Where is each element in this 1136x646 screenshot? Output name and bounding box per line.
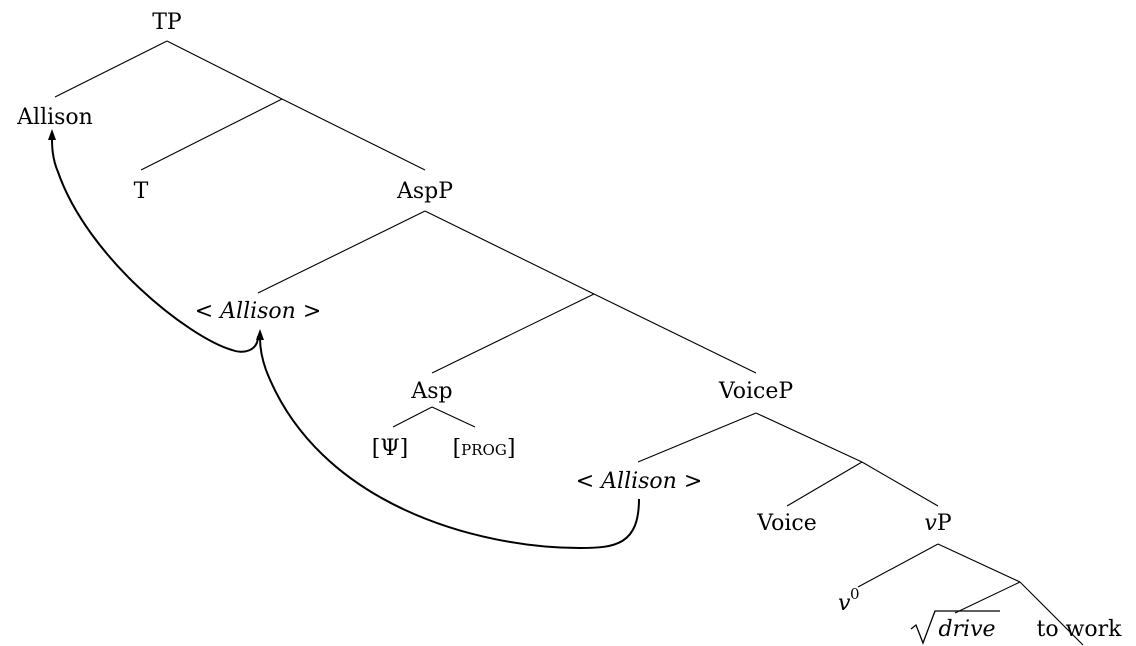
arrowhead-lower [256, 329, 264, 340]
edge-voicebar-voice [786, 461, 863, 507]
edge-tbar-aspp [281, 98, 426, 171]
node-voicep: VoiceP [718, 379, 793, 404]
node-allison: Allison [16, 105, 93, 130]
node-trace-spec-voicep: < Allison > [576, 469, 703, 494]
node-tp: TP [152, 10, 182, 35]
node-v0: v [838, 591, 851, 616]
tree-edges [54, 40, 1084, 646]
node-drive: drive [938, 617, 995, 642]
node-aspp: AspP [396, 179, 453, 204]
movement-arrow-lower [259, 337, 640, 550]
edge-tp-allison [54, 40, 168, 98]
node-asp: Asp [410, 379, 452, 404]
node-voice: Voice [756, 511, 817, 536]
node-v0-superscript: 0 [850, 585, 860, 603]
arrowhead-upper [48, 129, 56, 140]
edge-vp-v0 [857, 543, 939, 588]
tree-labels: TP Allison T AspP < Allison > Asp [Ψ] [p… [16, 10, 1122, 645]
node-vp: vP [924, 511, 951, 536]
edge-vp-vbar [937, 543, 1021, 583]
movement-arrow-upper [51, 137, 259, 353]
node-psi-feature: [Ψ] [372, 436, 408, 461]
edge-tp-tbar [166, 40, 283, 100]
edge-voicep-trace [637, 412, 757, 463]
node-t: T [134, 179, 149, 204]
edge-asp-psi [392, 406, 433, 428]
prog-close-bracket: ] [507, 436, 516, 461]
radical-sign [910, 610, 1000, 645]
edge-aspbar-voicep [593, 293, 757, 374]
edge-vbar-drive [954, 581, 1021, 614]
prog-open-bracket: [ [453, 436, 462, 461]
vp-p: P [937, 511, 952, 536]
edge-vbar-towork [1019, 581, 1084, 646]
trace-word: Allison [218, 299, 296, 324]
node-to-work: to work [1036, 617, 1122, 642]
vp-v: v [924, 511, 937, 536]
edge-aspp-aspbar [424, 210, 595, 295]
trace-word: Allison [599, 469, 677, 494]
trace-open-bracket: < [576, 469, 594, 494]
trace-close-bracket: > [303, 299, 321, 324]
node-trace-spec-aspp: < Allison > [195, 299, 322, 324]
edge-voicep-voicebar [755, 412, 863, 463]
edge-aspbar-asp [431, 293, 595, 374]
trace-close-bracket: > [684, 469, 702, 494]
edge-tbar-t [140, 98, 283, 171]
edge-asp-prog [431, 406, 476, 428]
edge-voicebar-vp [861, 461, 939, 507]
node-prog-feature: [prog] [453, 436, 516, 461]
trace-open-bracket: < [195, 299, 213, 324]
prog-word: prog [461, 436, 507, 461]
movement-arrows [48, 129, 640, 550]
edge-aspp-trace [257, 210, 426, 294]
